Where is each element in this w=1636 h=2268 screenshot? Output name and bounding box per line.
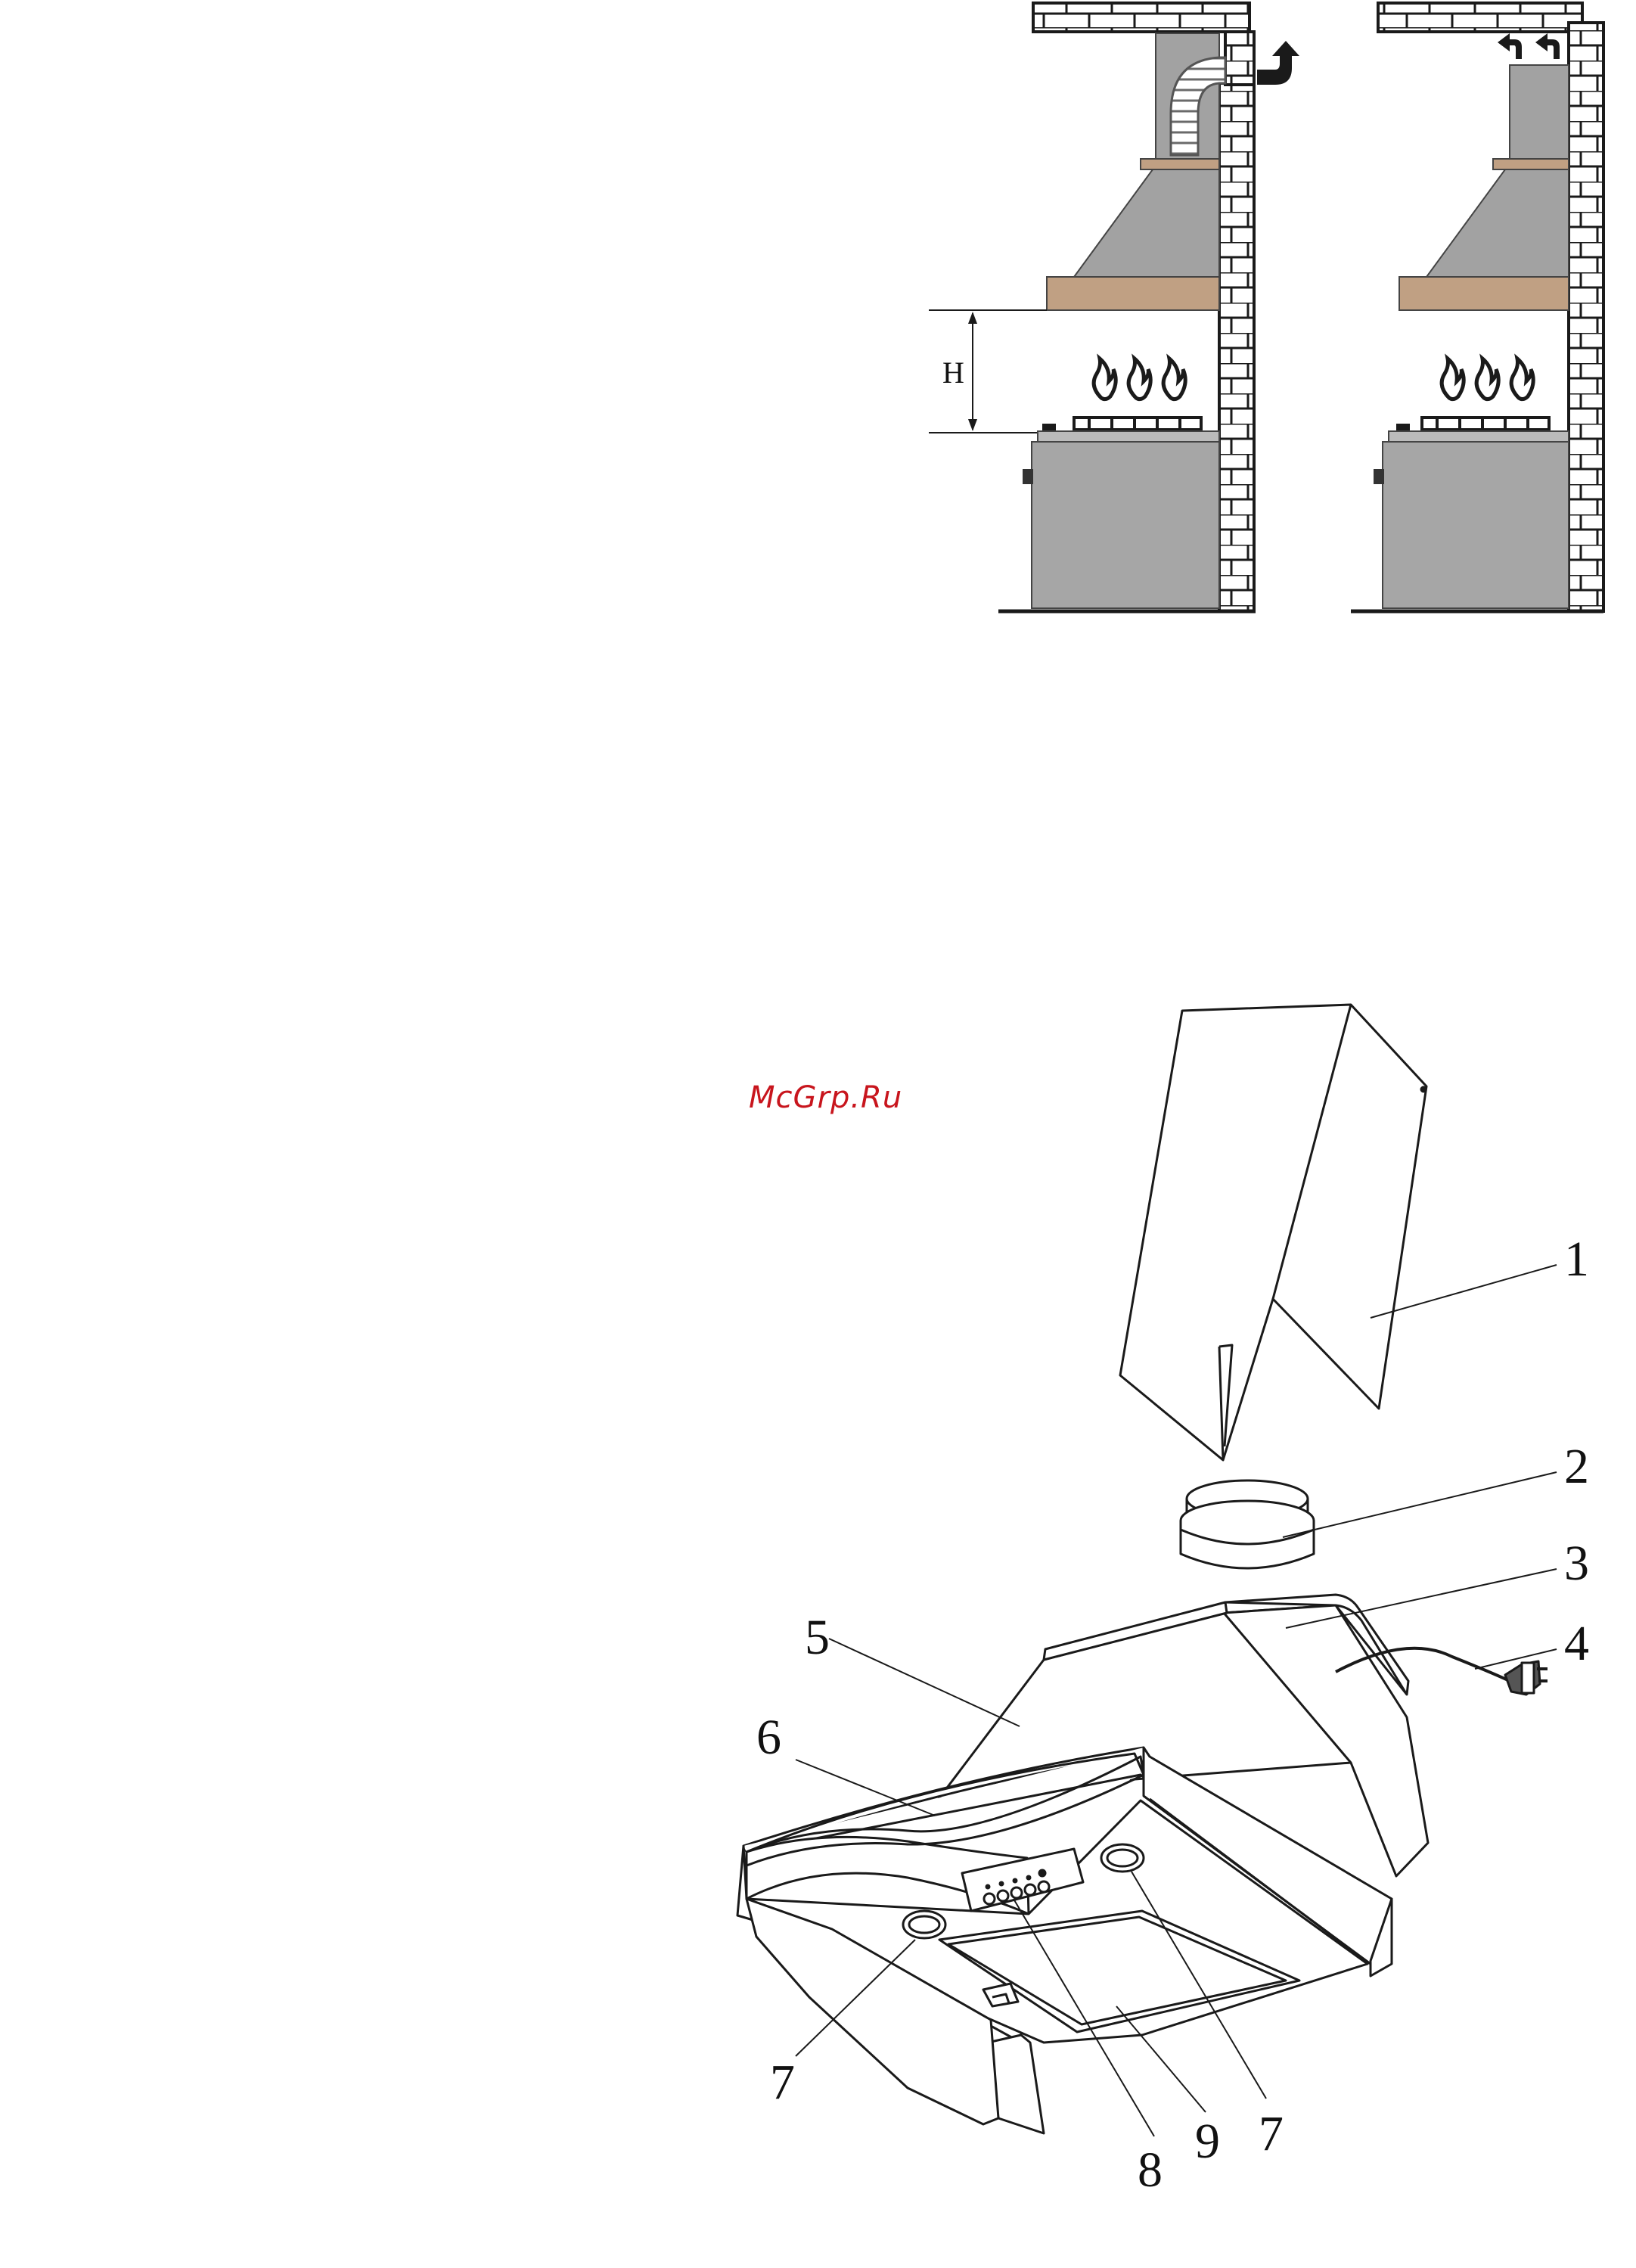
hood-exploded-view	[737, 1005, 1548, 2133]
stove-body	[1383, 442, 1569, 608]
wall-brick	[1219, 83, 1254, 611]
flame-icons	[1094, 359, 1185, 399]
watermark-text: McGrp.Ru	[749, 1080, 902, 1115]
callout-4: 4	[1564, 1616, 1589, 1671]
part-power-plug	[1505, 1661, 1548, 1695]
ceiling-brick	[1378, 3, 1582, 32]
part-chimney-cover	[1120, 1005, 1426, 1460]
callout-7-left: 7	[770, 2055, 795, 2110]
height-label: H	[942, 356, 964, 390]
callout-2: 2	[1564, 1439, 1589, 1494]
wall-cabinet	[1399, 277, 1569, 310]
wall-brick	[1569, 23, 1603, 611]
callout-7-right: 7	[1259, 2106, 1284, 2161]
exhaust-arrow-icon	[1257, 41, 1299, 85]
callout-1: 1	[1564, 1232, 1589, 1287]
installation-duct-mode: H	[929, 3, 1299, 611]
hood-collar	[1141, 159, 1219, 169]
recirculation-arrows-icon	[1498, 33, 1560, 59]
hood-body	[1426, 169, 1569, 277]
hood-collar	[1493, 159, 1569, 169]
stove-body	[1032, 442, 1219, 608]
burner-grates	[1422, 418, 1549, 430]
ceiling-brick	[1033, 3, 1250, 32]
stove-top	[1389, 431, 1569, 442]
part-ring-adapter	[1181, 1480, 1314, 1568]
callout-5: 5	[805, 1610, 830, 1665]
burner-grates	[1074, 418, 1201, 430]
wall-cabinet	[1047, 277, 1219, 310]
callout-9: 9	[1195, 2114, 1220, 2169]
callout-3: 3	[1564, 1536, 1589, 1591]
hood-body	[1074, 169, 1219, 277]
stove-top	[1038, 431, 1219, 442]
callout-8: 8	[1138, 2142, 1163, 2198]
installation-recirculation-mode	[1351, 3, 1603, 611]
flame-icons	[1442, 359, 1533, 399]
callout-6: 6	[756, 1710, 781, 1765]
hood-chimney	[1510, 65, 1569, 160]
